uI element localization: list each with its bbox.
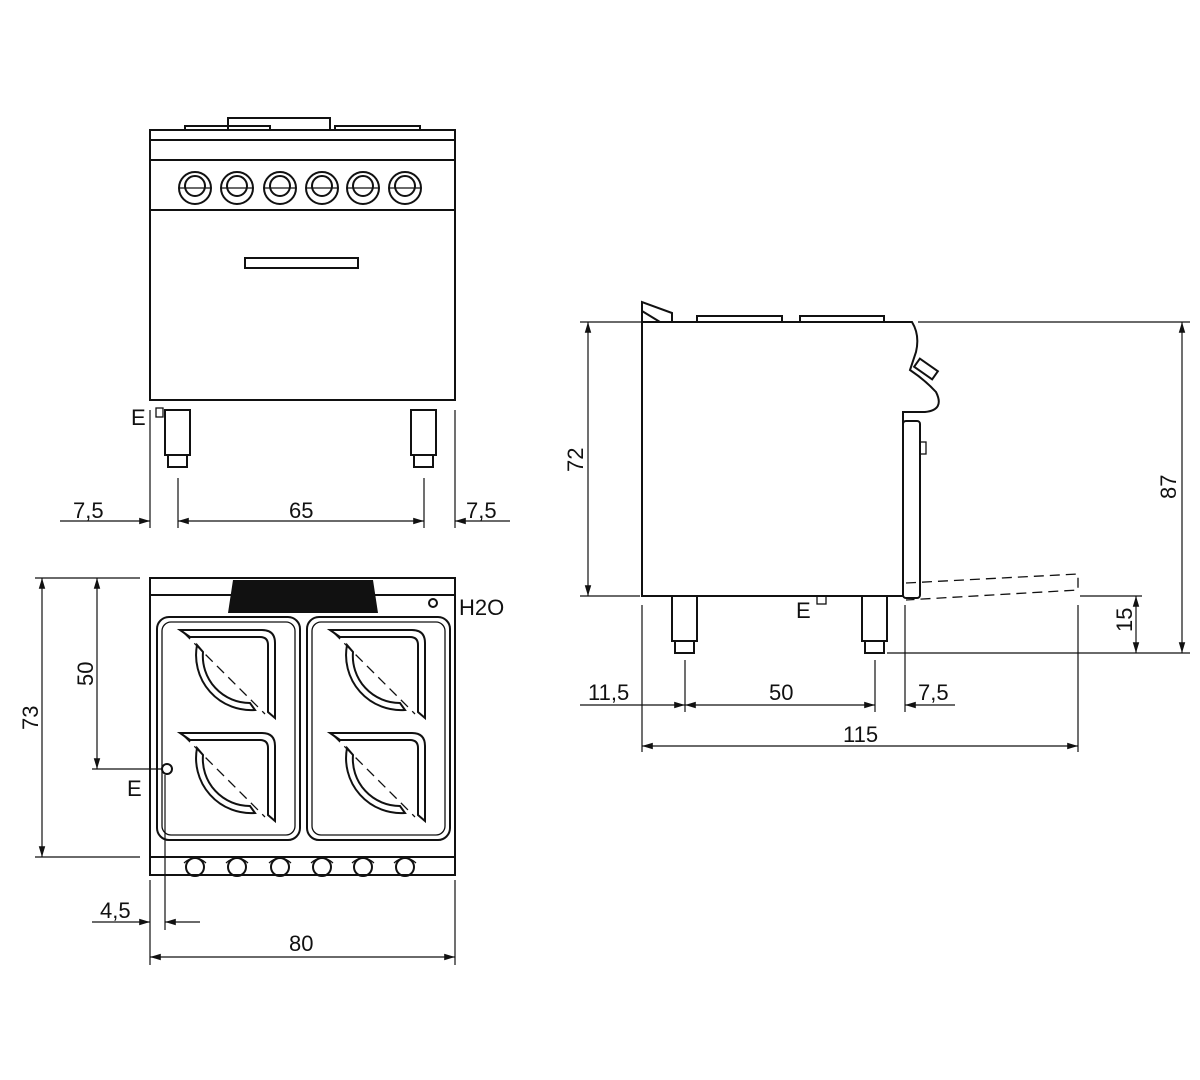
front-view: E 7,5 65 7,5 (60, 117, 510, 528)
hotplate (334, 125, 421, 131)
leg (671, 595, 698, 642)
knob (912, 357, 940, 381)
dim-depth: 73 (18, 706, 43, 730)
control-knobs (183, 857, 417, 877)
dim-earth-offset: 4,5 (100, 898, 131, 923)
hotplate (227, 117, 331, 131)
hotplate (799, 315, 885, 323)
water-connection (428, 598, 438, 608)
side-view: E 72 87 15 11,5 50 7,5 115 (563, 300, 1190, 752)
earth-label: E (796, 598, 811, 623)
dim-body-height: 72 (563, 448, 588, 472)
dim-leg-span: 50 (769, 680, 793, 705)
front-body (149, 129, 456, 401)
oven-door (902, 420, 921, 599)
dim-leg-span: 65 (289, 498, 313, 523)
oven-door-handle (244, 257, 359, 269)
dim-total-height: 87 (1156, 475, 1181, 499)
earth-label: E (131, 405, 146, 430)
top-view: H2O E (18, 577, 504, 965)
dim-earth-depth: 50 (73, 662, 98, 686)
top-body (149, 577, 456, 876)
dim-width: 80 (289, 931, 313, 956)
earth-terminal (155, 407, 164, 418)
dim-right-offset: 7,5 (466, 498, 497, 523)
leg (164, 409, 191, 456)
dim-front-offset: 7,5 (918, 680, 949, 705)
earth-terminal (816, 595, 827, 605)
dim-left-offset: 7,5 (73, 498, 104, 523)
dim-leg-height: 15 (1112, 608, 1137, 632)
leg (861, 595, 888, 642)
control-knobs (178, 171, 422, 205)
leg (410, 409, 437, 456)
dim-open-depth: 115 (843, 722, 878, 747)
side-body (641, 321, 940, 597)
earth-terminal (161, 763, 173, 775)
cooking-zones (156, 616, 450, 841)
dim-rear-offset: 11,5 (588, 680, 629, 705)
water-label: H2O (459, 595, 504, 620)
earth-label: E (127, 776, 142, 801)
splash-guard (228, 580, 378, 613)
hotplate (696, 315, 783, 323)
